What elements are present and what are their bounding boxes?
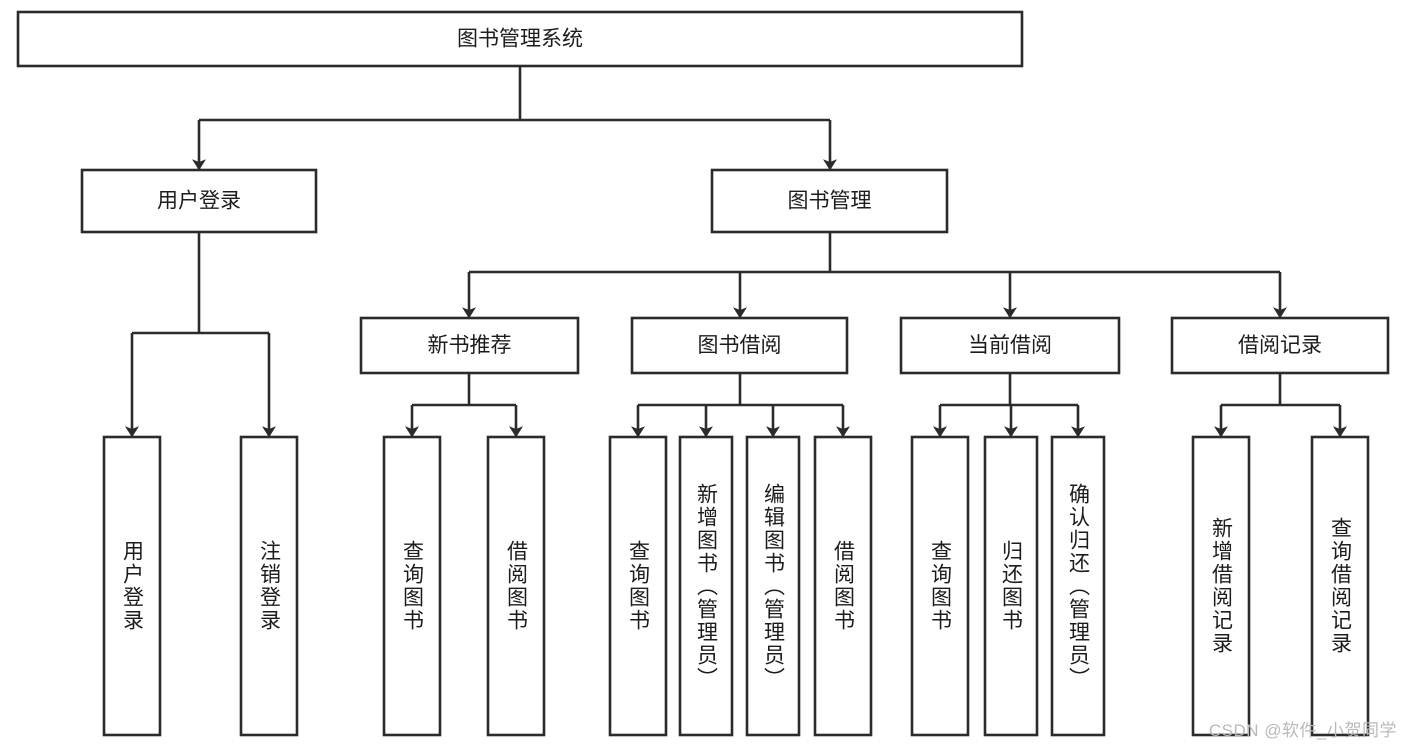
node-leaf-query-book-1[interactable] <box>382 435 442 737</box>
watermark: CSDN @软件_小贺同学 <box>1208 721 1397 740</box>
node-label: 新书推荐 <box>428 334 512 357</box>
node-leaf-user-login[interactable] <box>102 435 162 737</box>
node-box[interactable] <box>486 435 546 737</box>
node-leaf-query-borrow-record[interactable] <box>1310 435 1370 737</box>
node-borrow-record[interactable]: 借阅记录 <box>1170 316 1390 375</box>
node-label: 当前借阅 <box>968 334 1052 357</box>
node-box[interactable] <box>1310 435 1370 737</box>
node-box[interactable] <box>102 435 162 737</box>
node-box[interactable] <box>678 435 734 737</box>
connector-bus-borrow-record <box>1214 373 1347 438</box>
node-box[interactable] <box>899 316 1121 375</box>
node-book-borrow[interactable]: 图书借阅 <box>630 316 849 375</box>
connector-bus-new-book <box>405 373 523 438</box>
connector-bus-user-login <box>125 232 276 438</box>
node-box[interactable] <box>910 435 970 737</box>
node-leaf-borrow-book-2[interactable] <box>813 435 873 737</box>
node-box[interactable] <box>239 435 299 737</box>
edge-layer <box>125 66 1347 438</box>
node-box[interactable] <box>813 435 873 737</box>
node-leaf-add-book-admin[interactable] <box>678 435 734 737</box>
node-label: 图书管理系统 <box>457 28 583 51</box>
node-box[interactable] <box>745 435 801 737</box>
node-label: 借阅记录 <box>1238 334 1322 357</box>
node-box[interactable] <box>608 435 668 737</box>
node-box[interactable] <box>80 168 318 234</box>
node-book-manage[interactable]: 图书管理 <box>710 168 949 234</box>
node-box[interactable] <box>382 435 442 737</box>
node-box[interactable] <box>359 316 580 375</box>
node-new-book-recommend[interactable]: 新书推荐 <box>359 316 580 375</box>
node-leaf-confirm-return-admin[interactable] <box>1050 435 1106 737</box>
node-box[interactable] <box>983 435 1039 737</box>
node-leaf-return-book[interactable] <box>983 435 1039 737</box>
node-user-login[interactable]: 用户登录 <box>80 168 318 234</box>
node-box[interactable] <box>1050 435 1106 737</box>
node-current-borrow[interactable]: 当前借阅 <box>899 316 1121 375</box>
node-leaf-add-borrow-record[interactable] <box>1191 435 1251 737</box>
node-box[interactable] <box>1170 316 1390 375</box>
connector-bus-root <box>192 66 837 171</box>
node-root[interactable]: 图书管理系统 <box>16 10 1024 68</box>
node-box[interactable] <box>630 316 849 375</box>
node-leaf-query-book-3[interactable] <box>910 435 970 737</box>
connector-bus-book-borrow <box>631 373 850 438</box>
node-leaf-logout-login[interactable] <box>239 435 299 737</box>
node-label: 图书管理 <box>788 190 872 213</box>
node-box[interactable] <box>16 10 1024 68</box>
node-leaf-query-book-2[interactable] <box>608 435 668 737</box>
node-box[interactable] <box>1191 435 1251 737</box>
node-label: 图书借阅 <box>698 334 782 357</box>
connector-bus-book-manage <box>462 232 1287 319</box>
node-label: 用户登录 <box>157 190 241 213</box>
node-box[interactable] <box>710 168 949 234</box>
node-leaf-borrow-book-1[interactable] <box>486 435 546 737</box>
connector-bus-current-borrow <box>933 373 1085 438</box>
node-leaf-edit-book-admin[interactable] <box>745 435 801 737</box>
